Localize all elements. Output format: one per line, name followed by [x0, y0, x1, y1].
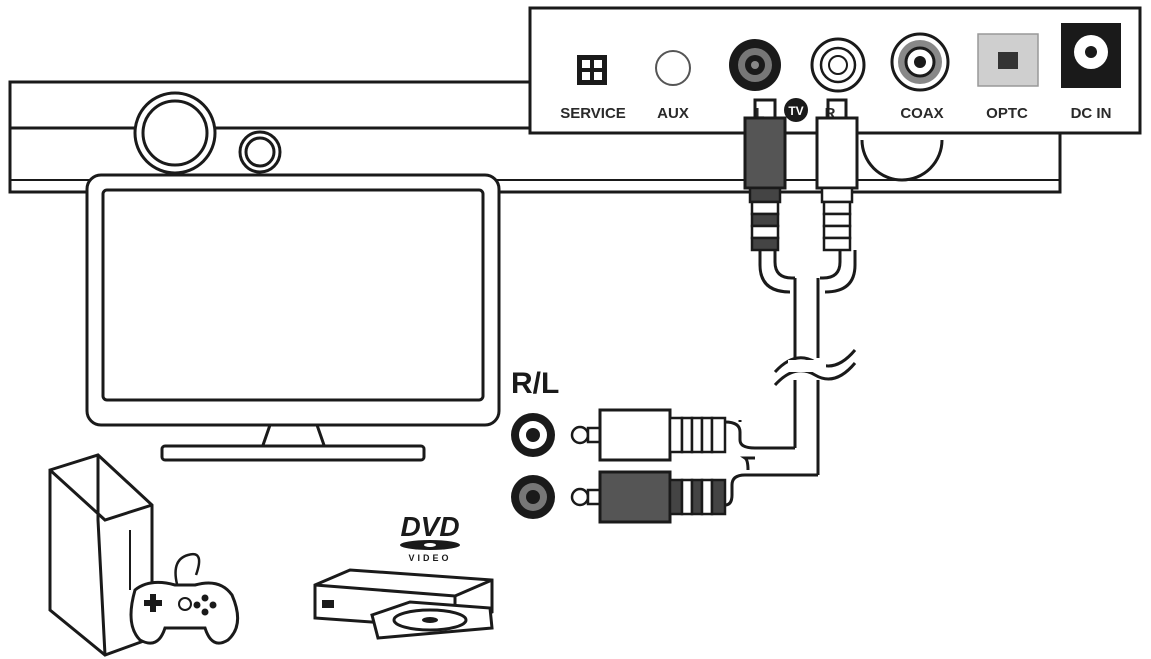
coax-port	[890, 32, 950, 92]
dvd-player	[313, 568, 494, 640]
television	[85, 173, 501, 462]
game-console	[48, 453, 201, 657]
rear-panel: SERVICE AUX L TV R COAX	[528, 6, 1142, 135]
gamepad-icon	[129, 580, 240, 645]
tv-jack-right	[511, 413, 555, 457]
service-port	[577, 55, 607, 85]
l-label: L	[755, 105, 764, 122]
service-label: SERVICE	[560, 105, 626, 122]
tv-jack-left	[511, 475, 555, 519]
rca-port-right	[810, 37, 866, 93]
tv-badge	[784, 98, 808, 122]
aux-label: AUX	[657, 105, 689, 122]
optc-label: OPTC	[986, 105, 1028, 122]
rl-label: R/L	[511, 367, 559, 400]
dcin-label: DC IN	[1071, 105, 1112, 122]
r-label: R	[825, 105, 836, 122]
rca-port-left	[729, 39, 781, 91]
dvd-logo: DVD VIDEO	[400, 511, 460, 563]
dc-in-port	[1061, 23, 1121, 88]
tv-label: TV	[788, 104, 803, 118]
dvd-logo-text: DVD	[400, 511, 459, 542]
lower-plug-right	[570, 408, 727, 462]
rca-cable	[724, 250, 857, 507]
aux-port	[655, 50, 691, 86]
rca-plug-right	[815, 98, 859, 252]
dvd-logo-subtext: VIDEO	[408, 553, 451, 563]
rca-plug-left	[743, 98, 787, 252]
coax-label: COAX	[900, 105, 943, 122]
optical-port	[977, 33, 1039, 87]
lower-plug-left	[570, 470, 727, 524]
